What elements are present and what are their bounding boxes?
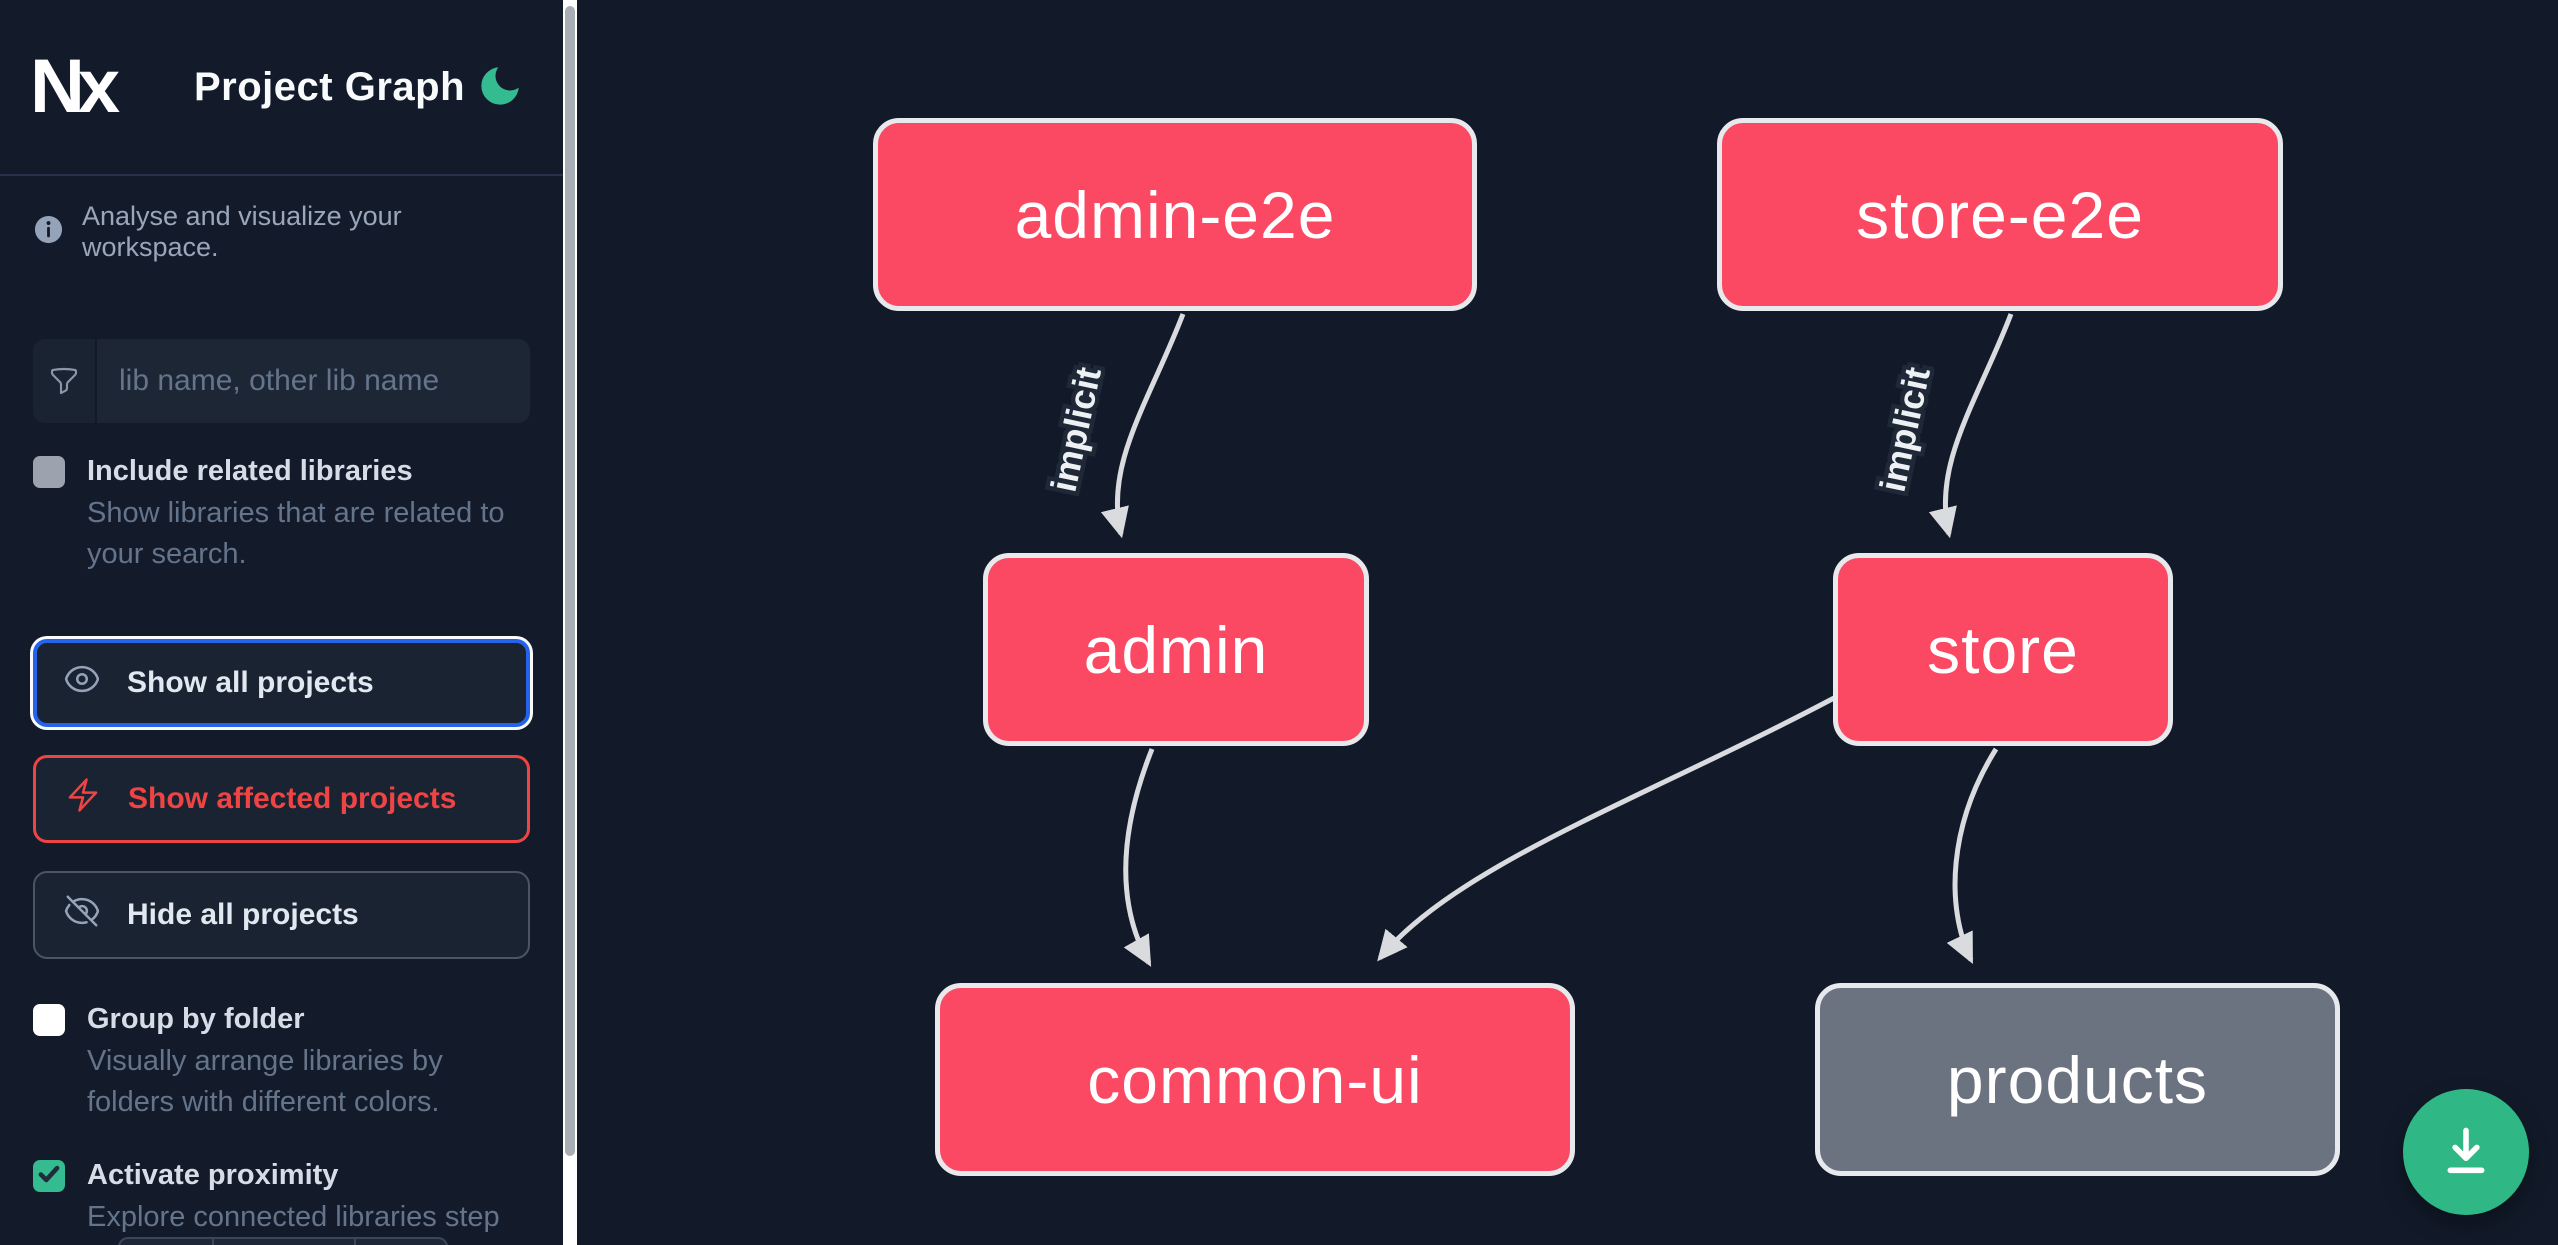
graph-node-common-ui[interactable]: common-ui [935,983,1575,1176]
node-label: common-ui [1087,1042,1423,1117]
group-by-folder-label: Group by folder [87,1003,305,1035]
edge-store-common-ui[interactable] [1377,694,1838,962]
scrollbar-thumb[interactable] [565,6,575,1156]
activate-proximity-checkbox[interactable] [33,1160,65,1192]
hide-all-projects-label: Hide all projects [127,898,359,931]
check-icon [36,1161,62,1192]
segment-1[interactable] [118,1237,214,1245]
edge-admin-common-ui[interactable] [1123,748,1155,967]
graph-node-admin-e2e[interactable]: admin-e2e [873,118,1477,311]
sidebar: Nx Project Graph Analyse and visualize y… [0,0,563,1245]
moon-icon [475,66,525,114]
show-affected-projects-label: Show affected projects [128,782,457,815]
graph-node-admin[interactable]: admin [983,553,1369,746]
graph-node-products[interactable]: products [1815,983,2340,1176]
node-label: store-e2e [1856,177,2144,252]
include-related-description: Show libraries that are related to your … [87,497,505,570]
graph-node-store-e2e[interactable]: store-e2e [1717,118,2283,311]
search-input[interactable] [97,339,530,423]
proximity-depth-segmented-control[interactable] [118,1237,448,1245]
show-all-projects-label: Show all projects [127,666,374,699]
node-label: admin-e2e [1014,177,1336,252]
show-affected-projects-button[interactable]: Show affected projects [33,755,530,843]
svg-text:Nx: Nx [30,48,120,126]
edge-store-products[interactable] [1946,747,1999,964]
segment-3[interactable] [356,1237,448,1245]
search-box [33,339,530,423]
tagline-row: Analyse and visualize your workspace. [33,201,530,263]
group-by-folder-checkbox[interactable] [33,1004,65,1036]
eye-slash-icon [63,892,101,938]
download-icon [2437,1122,2495,1183]
sidebar-header: Nx Project Graph [0,0,563,176]
edge-store-e2e-store[interactable] [1928,313,2014,539]
hide-all-projects-button[interactable]: Hide all projects [33,871,530,959]
edge-admin-e2e-admin[interactable] [1100,313,1186,539]
graph-node-store[interactable]: store [1833,553,2173,746]
download-graph-button[interactable] [2403,1089,2529,1215]
page-title: Project Graph [194,64,466,109]
group-by-folder-description: Visually arrange libraries by folders wi… [87,1045,443,1118]
tagline-text: Analyse and visualize your workspace. [82,201,402,262]
include-related-checkbox[interactable] [33,456,65,488]
activate-proximity-label: Activate proximity [87,1159,339,1191]
bolt-icon [64,776,102,822]
show-all-projects-button[interactable]: Show all projects [33,639,530,727]
eye-icon [63,660,101,706]
nx-logo: Nx [30,44,142,129]
sidebar-scrollbar[interactable] [563,0,577,1245]
filter-funnel-icon [33,339,97,423]
segment-2[interactable] [214,1237,356,1245]
node-label: admin [1083,612,1269,687]
node-label: store [1927,612,2079,687]
include-related-label: Include related libraries [87,455,413,487]
include-related-row: Include related libraries Show libraries… [33,451,530,575]
node-label: products [1946,1042,2209,1117]
group-by-folder-row: Group by folder Visually arrange librari… [33,999,530,1123]
info-icon [33,214,64,250]
activate-proximity-row: Activate proximity Explore connected lib… [33,1155,530,1245]
theme-toggle-button[interactable] [473,60,527,114]
